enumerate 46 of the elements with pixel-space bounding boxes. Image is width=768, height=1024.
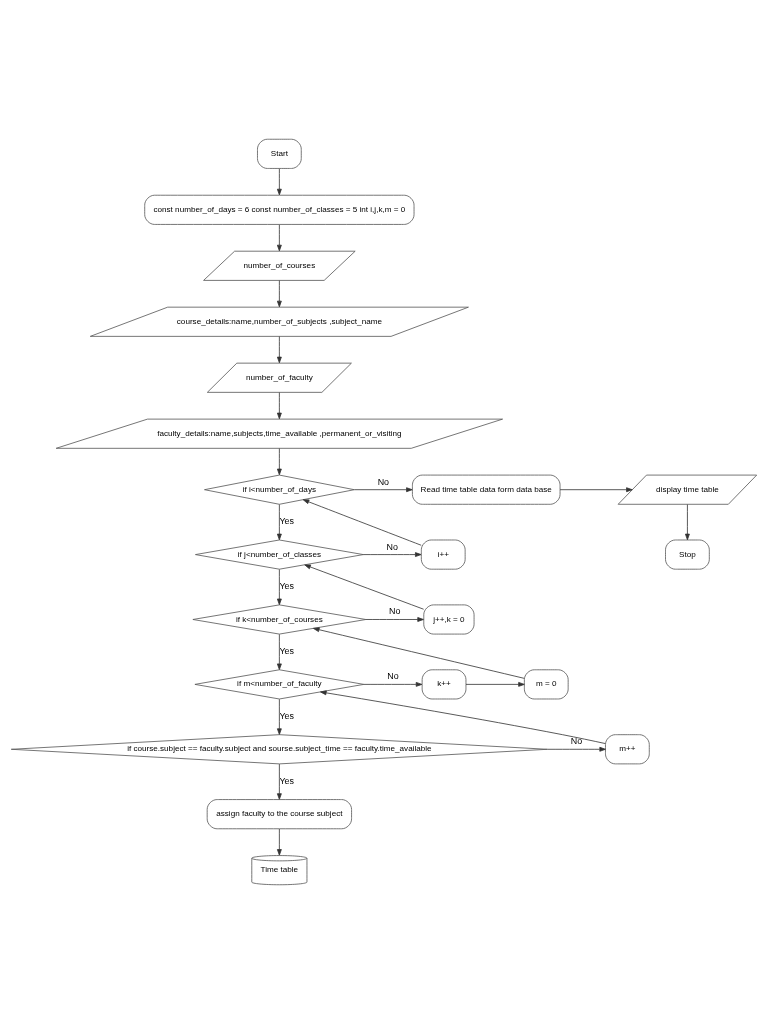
edge-label: No — [387, 671, 399, 682]
arrow — [277, 828, 282, 856]
edge-label: No — [377, 476, 390, 487]
node-box: m++ — [605, 734, 650, 765]
arrow — [277, 392, 282, 420]
node-box: i++ — [420, 539, 466, 570]
arrow — [277, 763, 282, 800]
node-box: Stop — [665, 539, 710, 570]
arrow — [277, 336, 282, 364]
arrow — [277, 698, 282, 735]
arrow — [277, 569, 282, 606]
arrow — [277, 448, 282, 476]
node-box: Start — [257, 138, 302, 169]
edge-label: Yes — [279, 581, 294, 592]
node-box: assign faculty to the course subject — [206, 799, 352, 830]
arrow — [353, 487, 413, 493]
arrow — [362, 552, 422, 557]
node-box: j++,k = 0 — [423, 604, 475, 635]
arrow — [277, 504, 282, 541]
edge-label: No — [570, 736, 583, 747]
node-box: k++ — [421, 669, 467, 700]
edge-label: No — [389, 606, 401, 617]
arrow — [547, 746, 606, 752]
arrow — [465, 682, 525, 687]
arrow — [277, 168, 282, 196]
arrow — [363, 682, 423, 687]
edge-label: Yes — [279, 711, 294, 722]
edge-label: No — [386, 541, 398, 552]
arrow — [559, 487, 633, 493]
edge-label: Yes — [279, 646, 294, 657]
arrow — [365, 617, 424, 622]
node-diamond: if course.subject == faculty.subject and sourse.subject_time == faculty.time_available — [10, 734, 548, 765]
arrow — [277, 224, 282, 252]
arrow — [277, 280, 282, 308]
edge-label: Yes — [279, 516, 294, 527]
arrow — [302, 499, 422, 546]
node-box: const number_of_days = 6 const number_of_classes = 5 int i,j,k,m = 0 — [144, 194, 415, 225]
edge-label: Yes — [279, 776, 294, 786]
node-diamond: if m<number_of_faculty — [194, 669, 365, 700]
arrow — [304, 564, 425, 610]
node-box: Read time table data form data base — [412, 474, 561, 505]
arrow — [313, 627, 525, 679]
arrow — [685, 504, 690, 541]
arrow — [320, 690, 606, 744]
arrow — [277, 633, 282, 670]
node-box: m = 0 — [523, 669, 569, 700]
